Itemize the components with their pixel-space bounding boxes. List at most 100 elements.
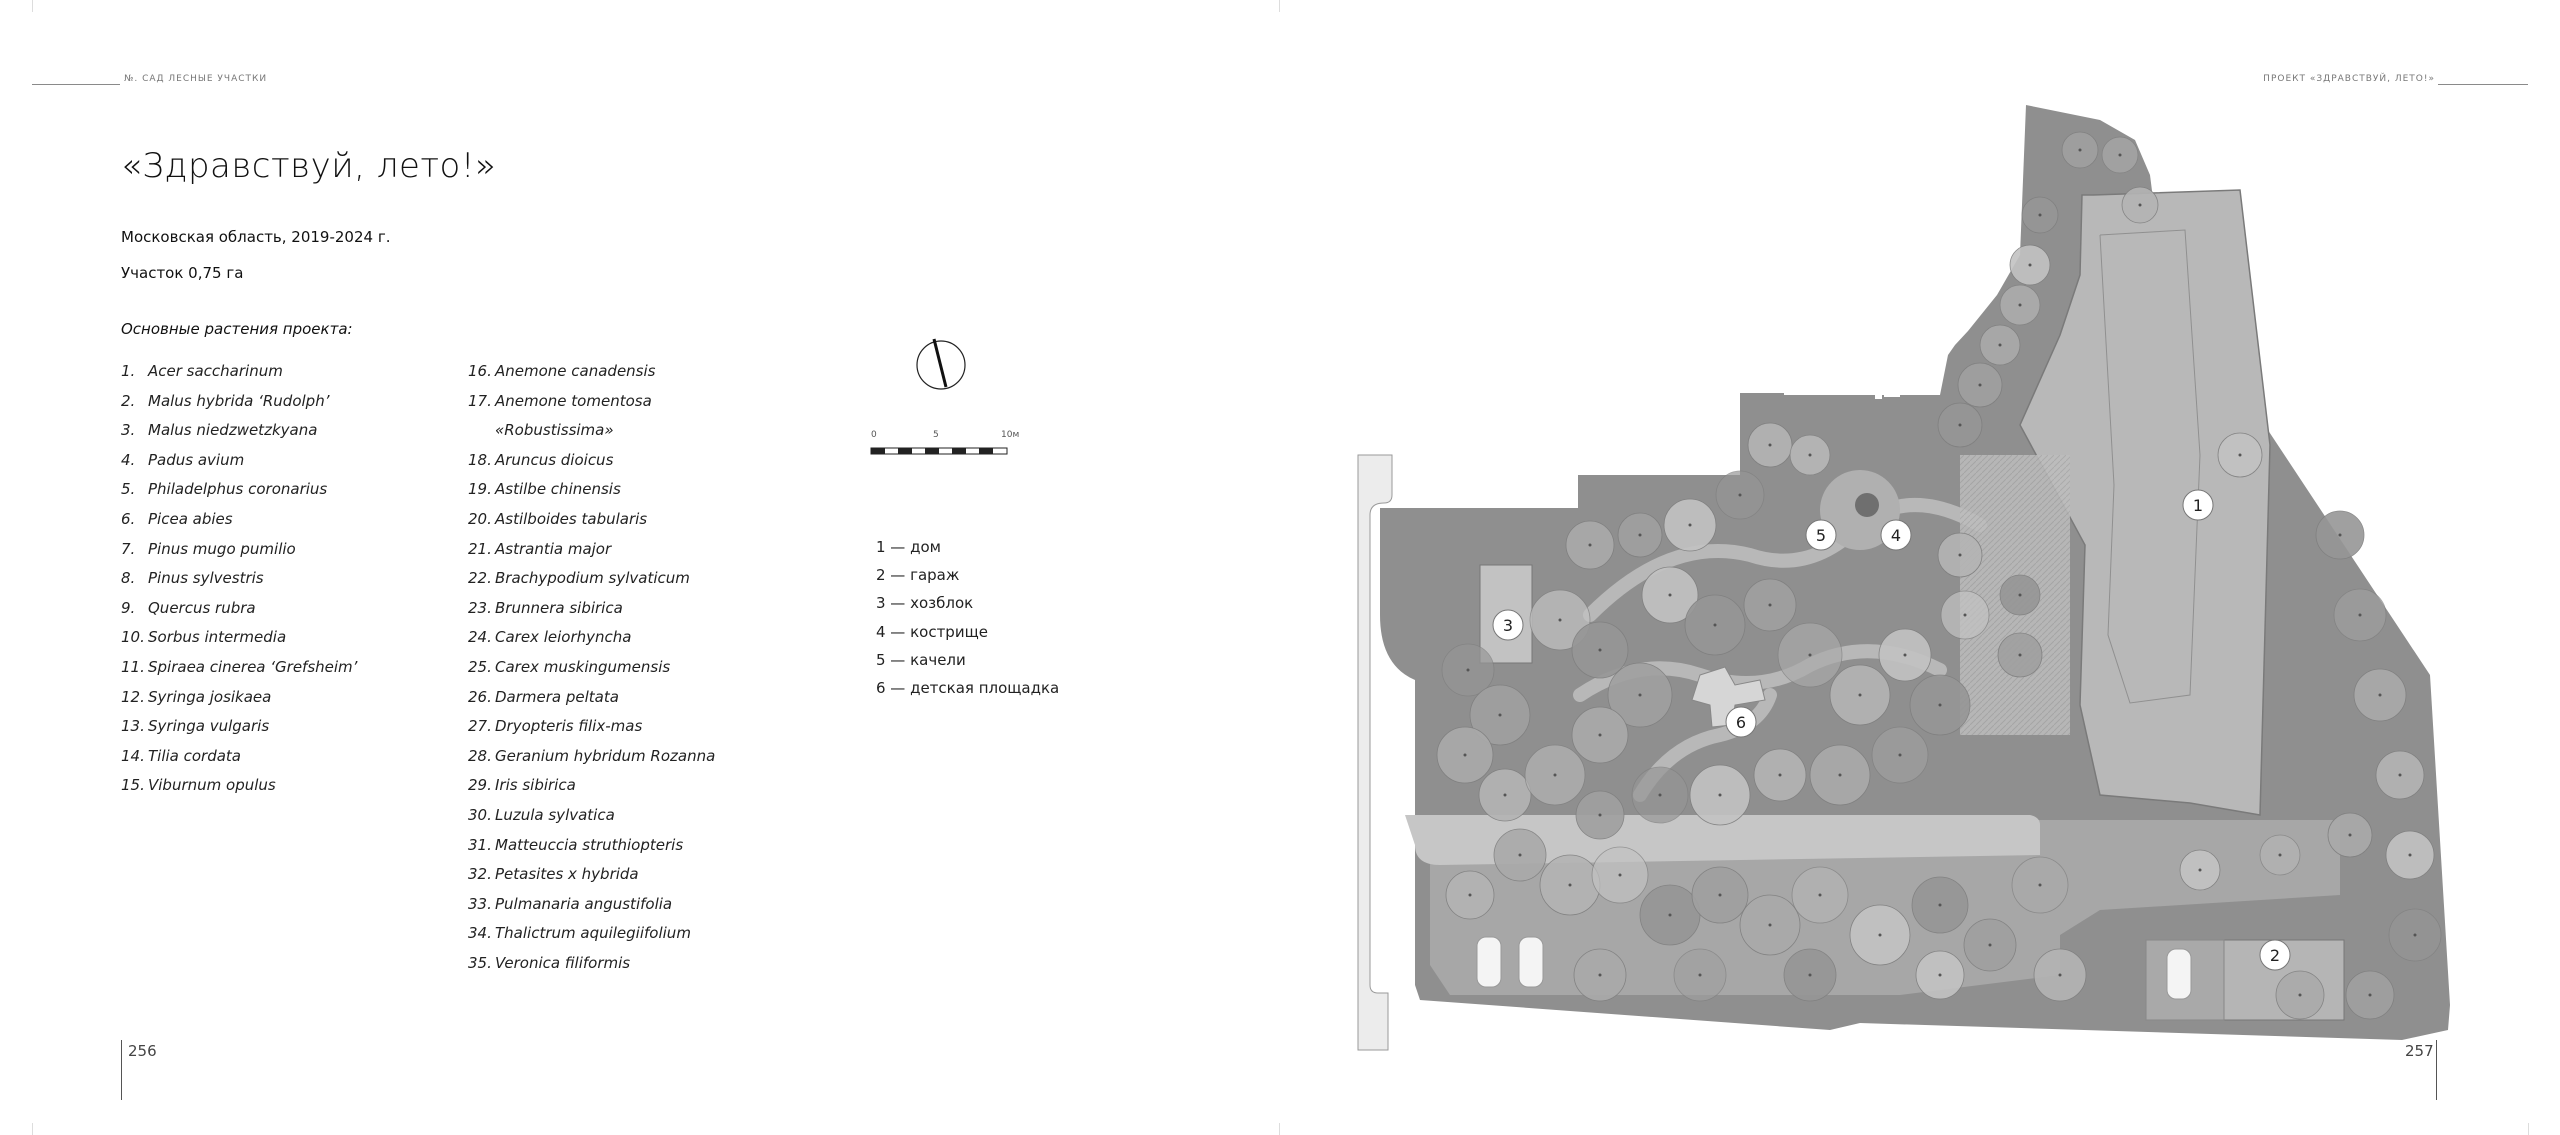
tree-trunk [1638, 533, 1642, 537]
tree-trunk [2198, 868, 2202, 872]
car [1518, 936, 1544, 988]
plant-name: Astrantia major [495, 539, 612, 558]
plant-name: Syringa josikaea [148, 687, 272, 706]
tree-trunk [2378, 693, 2382, 697]
tree-trunk [1938, 973, 1942, 977]
plant-name: Sorbus intermedia [148, 628, 287, 647]
tree-trunk [1808, 653, 1812, 657]
tree-trunk [1768, 923, 1772, 927]
legend-item: 4 — кострище [876, 622, 988, 641]
plant-list-item: 22.Brachypodium sylvaticum [468, 564, 715, 594]
plant-list-item: 34.Thalictrum aquilegiifolium [468, 919, 715, 949]
plant-list-item: 29.Iris sibirica [468, 771, 715, 801]
plant-list-column-2: 16.Anemone canadensis 17.Anemone tomentos… [468, 357, 715, 978]
plant-list-item: 16.Anemone canadensis [468, 357, 715, 387]
tree-trunk [2038, 883, 2042, 887]
tree-trunk [2118, 153, 2122, 157]
site-plan: 1 2 3 4 5 6 [1357, 105, 2450, 1051]
plant-name: Anemone tomentosa [495, 391, 652, 410]
fire-pit [1855, 493, 1879, 517]
plant-list-item: 4. Padus avium [121, 446, 357, 476]
plant-number: 12. [121, 687, 145, 706]
plant-list-item: 8.Pinus sylvestris [121, 564, 357, 594]
tree-trunk [1718, 793, 1722, 797]
marker-label-1: 1 [2193, 496, 2203, 515]
tree-trunk [1588, 543, 1592, 547]
plant-number: 1. [121, 362, 136, 380]
marker-4: 4 [1880, 519, 1912, 551]
plant-name: Tilia cordata [148, 746, 242, 765]
plant-number: 20. [468, 509, 492, 528]
plant-number: 27. [468, 717, 492, 736]
plant-list-item: 19.Astilbe chinensis [468, 475, 715, 505]
plant-number: 34. [468, 924, 492, 943]
tree-trunk [1698, 973, 1702, 977]
plant-name: Veronica filiformis [495, 953, 631, 972]
plant-number: 25. [468, 657, 492, 676]
plant-number: 24. [468, 628, 492, 647]
plant-name: Astilbe chinensis [495, 480, 621, 499]
tree-trunk [1668, 593, 1672, 597]
plant-list-item: 35.Veronica filiformis [468, 949, 715, 979]
legend-item: 6 — детская площадка [876, 678, 1060, 697]
page-number-left: 256 [128, 1042, 157, 1060]
tree-trunk [1898, 753, 1902, 757]
plant-number: 17. [468, 391, 492, 410]
tree-trunk [1998, 343, 2002, 347]
tree-trunk [2338, 533, 2342, 537]
tree-trunk [2298, 993, 2302, 997]
plant-name: Picea abies [148, 509, 233, 528]
marker-6: 6 [1725, 706, 1757, 738]
tree-trunk [1938, 703, 1942, 707]
tree-trunk [1958, 553, 1962, 557]
plant-list-item: 28.Geranium hybridum Rozanna [468, 742, 715, 772]
plant-name: Pulmanaria angustifolia [495, 894, 673, 913]
legend-item: 1 — дом [876, 538, 941, 556]
tree-trunk [1598, 813, 1602, 817]
tree-trunk [1768, 603, 1772, 607]
plant-number: 28. [468, 746, 492, 765]
tree-trunk [1713, 623, 1717, 627]
plant-number: 22. [468, 569, 492, 588]
tree-trunk [1618, 873, 1622, 877]
plant-name: Luzula sylvatica [495, 805, 615, 824]
tree-trunk [1988, 943, 1992, 947]
marker-2: 2 [2259, 939, 2291, 971]
plant-list-item: 10.Sorbus intermedia [121, 623, 357, 653]
plant-number: 18. [468, 450, 492, 469]
tree-trunk [2018, 653, 2022, 657]
plant-number: 4. [121, 450, 136, 469]
tree-trunk [2413, 933, 2417, 937]
tree-trunk [1668, 913, 1672, 917]
tree-trunk [1598, 648, 1602, 652]
plant-number: 35. [468, 953, 492, 972]
plant-name: Geranium hybridum Rozanna [495, 746, 716, 765]
tree-trunk [1568, 883, 1572, 887]
trees-layer [1436, 131, 2442, 1020]
running-header-right: ПРОЕКТ «ЗДРАВСТВУЙ, ЛЕТО!» [2263, 74, 2435, 84]
plant-number: 7. [121, 539, 136, 558]
scale-bar: 0 5 10м [870, 430, 1019, 455]
tree-trunk [2398, 773, 2402, 777]
plant-list-item: «Robustissima» [468, 416, 715, 446]
plant-number: 30. [468, 805, 492, 824]
car [2166, 948, 2192, 1000]
plant-name: Malus hybrida ‘Rudolph’ [148, 391, 330, 410]
tree-trunk [2058, 973, 2062, 977]
plant-name: Quercus rubra [148, 598, 256, 617]
legend-item: 5 — качели [876, 650, 966, 669]
plant-number: 10. [121, 628, 145, 647]
plant-list-item: 26.Darmera peltata [468, 683, 715, 713]
plant-name: Padus avium [148, 450, 245, 469]
tree-trunk [1598, 733, 1602, 737]
marker-3: 3 [1492, 609, 1524, 641]
tree-trunk [2358, 613, 2362, 617]
plant-list-item: 11.Spiraea cinerea ‘Grefsheim’ [121, 653, 357, 683]
plant-name: Dryopteris filix-mas [495, 717, 643, 736]
tree-trunk [1658, 793, 1662, 797]
tree-trunk [1463, 753, 1467, 757]
marker-label-3: 3 [1503, 616, 1513, 635]
tree-trunk [1638, 693, 1642, 697]
tree-trunk [1738, 493, 1742, 497]
